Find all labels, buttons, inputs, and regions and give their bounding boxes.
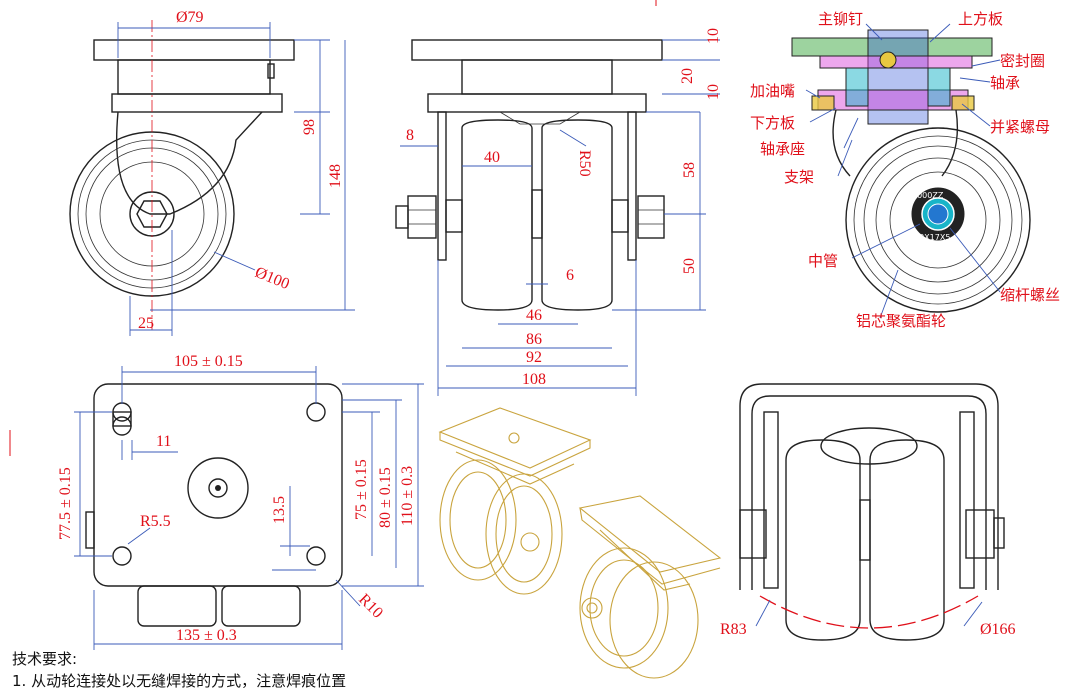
label-bearing-seat: 轴承座 — [760, 140, 805, 158]
side-view — [69, 20, 355, 336]
dim-hole-spacing-105: 105 ± 0.15 — [174, 353, 243, 370]
dim-h148: 148 — [327, 164, 344, 188]
dim-t10a: 10 — [705, 28, 722, 44]
dim-w6: 6 — [566, 267, 574, 284]
plate-view — [74, 366, 424, 650]
tech-requirement-line-1: 1. 从动轮连接处以无缝焊接的方式，注意焊痕位置 — [12, 672, 347, 690]
dim-r5-5: R5.5 — [140, 513, 171, 530]
dim-w40: 40 — [484, 149, 500, 166]
dim-h58: 58 — [681, 162, 698, 178]
dim-h50: 50 — [681, 258, 698, 274]
dim-t10b: 10 — [705, 84, 722, 100]
dim-w92: 92 — [526, 349, 542, 366]
label-bearing: 轴承 — [990, 74, 1020, 92]
label-bracket: 支架 — [784, 168, 814, 186]
label-center-tube: 中管 — [808, 252, 838, 270]
dim-d166: Ø166 — [980, 621, 1016, 638]
dim-d79: Ø79 — [176, 9, 204, 26]
dim-v75: 75 ± 0.15 — [353, 459, 370, 520]
dim-w135: 135 ± 0.3 — [176, 627, 237, 644]
bearing-marking-top: 6000ZZ — [912, 191, 944, 200]
dim-v80: 80 ± 0.15 — [377, 467, 394, 528]
dim-w108: 108 — [522, 371, 546, 388]
front-view — [395, 39, 720, 396]
dim-w11: 11 — [156, 433, 171, 450]
dim-v77-5: 77.5 ± 0.15 — [57, 467, 74, 540]
dim-r10: R10 — [355, 591, 386, 622]
label-lock-nut: 并紧螺母 — [990, 118, 1050, 136]
dim-h98: 98 — [301, 119, 318, 135]
isometric-render-1 — [438, 407, 592, 595]
dim-r83: R83 — [720, 621, 747, 638]
section-view — [791, 23, 1031, 319]
bearing-marking-bottom: 10X17X5 — [914, 233, 950, 242]
dim-v13-5: 13.5 — [271, 496, 288, 524]
dim-w86: 86 — [526, 331, 542, 348]
dim-d100: Ø100 — [253, 264, 292, 293]
dim-v110: 110 ± 0.3 — [399, 466, 416, 526]
label-bottom-plate: 下方板 — [750, 114, 795, 132]
dim-r50: R50 — [576, 150, 593, 177]
label-grease-nipple: 加油嘴 — [750, 82, 795, 100]
dim-w46: 46 — [526, 307, 542, 324]
dim-t20: 20 — [679, 68, 696, 84]
label-seal-ring: 密封圈 — [1000, 52, 1045, 70]
label-shrink-bolt: 缩杆螺丝 — [1000, 286, 1060, 304]
tech-requirements-heading: 技术要求: — [12, 650, 78, 668]
dim-w8: 8 — [406, 127, 414, 144]
dim-w25: 25 — [138, 315, 154, 332]
twin-wheel-view — [739, 383, 1005, 641]
isometric-render-2 — [578, 495, 722, 679]
label-wheel: 铝芯聚氨酯轮 — [856, 312, 946, 330]
label-main-rivet: 主铆钉 — [818, 10, 863, 28]
label-top-plate: 上方板 — [958, 10, 1003, 28]
